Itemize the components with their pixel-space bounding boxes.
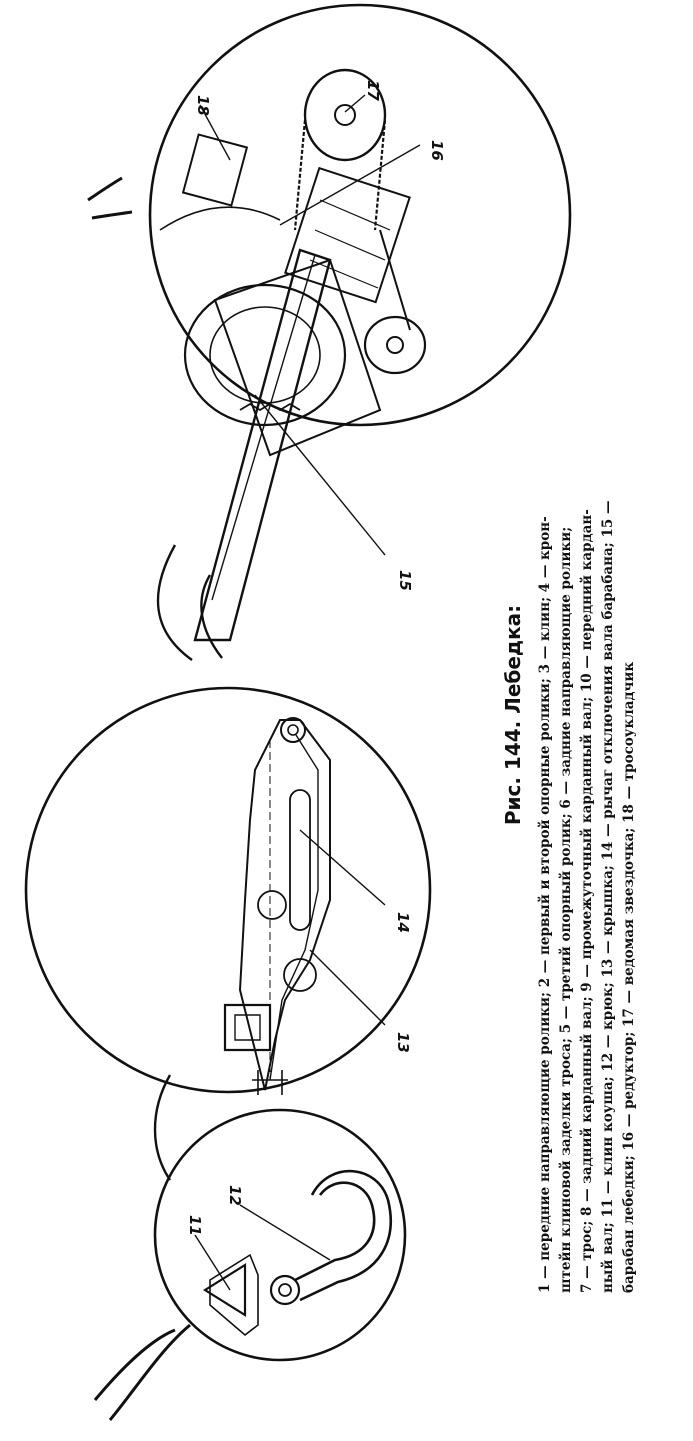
callout-15: 15 — [396, 570, 414, 591]
caption-title: Рис. 144. Лебедка: — [501, 604, 525, 826]
callout-14: 14 — [394, 912, 412, 933]
caption-line: 1 — передние направляющие ролики; 2 — пе… — [537, 516, 553, 1293]
callout-18: 18 — [194, 95, 212, 116]
callout-17: 17 — [364, 80, 382, 101]
callout-13: 13 — [394, 1032, 412, 1053]
lever-detail-circle — [24, 686, 432, 1094]
callout-16: 16 — [428, 140, 446, 161]
winch-detail-circle — [148, 3, 572, 427]
callout-11: 11 — [186, 1215, 204, 1236]
caption-line: барабан лебедки; 16 — редуктор; 17 — вед… — [621, 661, 637, 1293]
caption-line: ный вал; 11 — клин коуша; 12 — крюк; 13 … — [600, 500, 616, 1293]
caption-line: штейн клиновой заделки троса; 5 — третий… — [558, 526, 574, 1293]
caption-line: 7 — трос; 8 — задний карданный вал; 9 — … — [579, 509, 595, 1293]
callout-12: 12 — [226, 1185, 244, 1206]
hook-detail-circle — [153, 1108, 407, 1362]
figure-caption: Рис. 144. Лебедка: 1 — передние направля… — [495, 65, 637, 1365]
caption-legend: 1 — передние направляющие ролики; 2 — пе… — [535, 75, 640, 1365]
